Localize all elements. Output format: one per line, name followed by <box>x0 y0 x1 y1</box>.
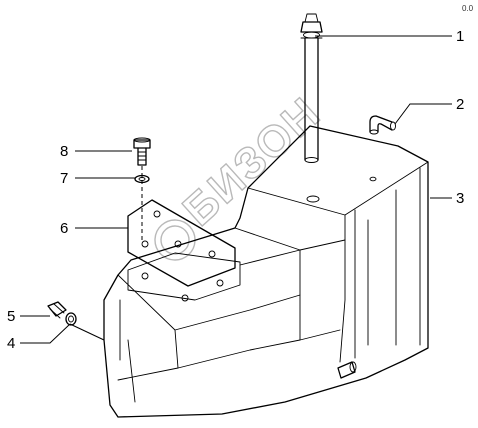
elbow-fitting <box>369 115 396 135</box>
drain-fitting <box>337 361 357 379</box>
tank-body <box>103 125 429 418</box>
fuel-sender-pipe <box>300 13 323 163</box>
callout-8: 8 <box>60 143 68 160</box>
watermark-logo: БИЗОН <box>154 87 331 261</box>
plate-recess <box>127 252 241 301</box>
callout-1: 1 <box>456 28 464 45</box>
reference-code: 0.0 <box>462 4 474 13</box>
seal-ring <box>65 312 77 326</box>
mounting-plate <box>127 199 236 302</box>
callout-3: 3 <box>456 190 464 207</box>
drain-plug <box>47 301 67 319</box>
leader-lines <box>20 35 452 344</box>
bolt <box>133 137 151 166</box>
callout-4: 4 <box>7 335 15 352</box>
callout-2: 2 <box>456 96 464 113</box>
callout-7: 7 <box>60 170 68 187</box>
callout-6: 6 <box>60 220 68 237</box>
callout-5: 5 <box>7 308 15 325</box>
callout-numbers: 1 2 3 4 5 6 7 8 <box>7 28 464 352</box>
